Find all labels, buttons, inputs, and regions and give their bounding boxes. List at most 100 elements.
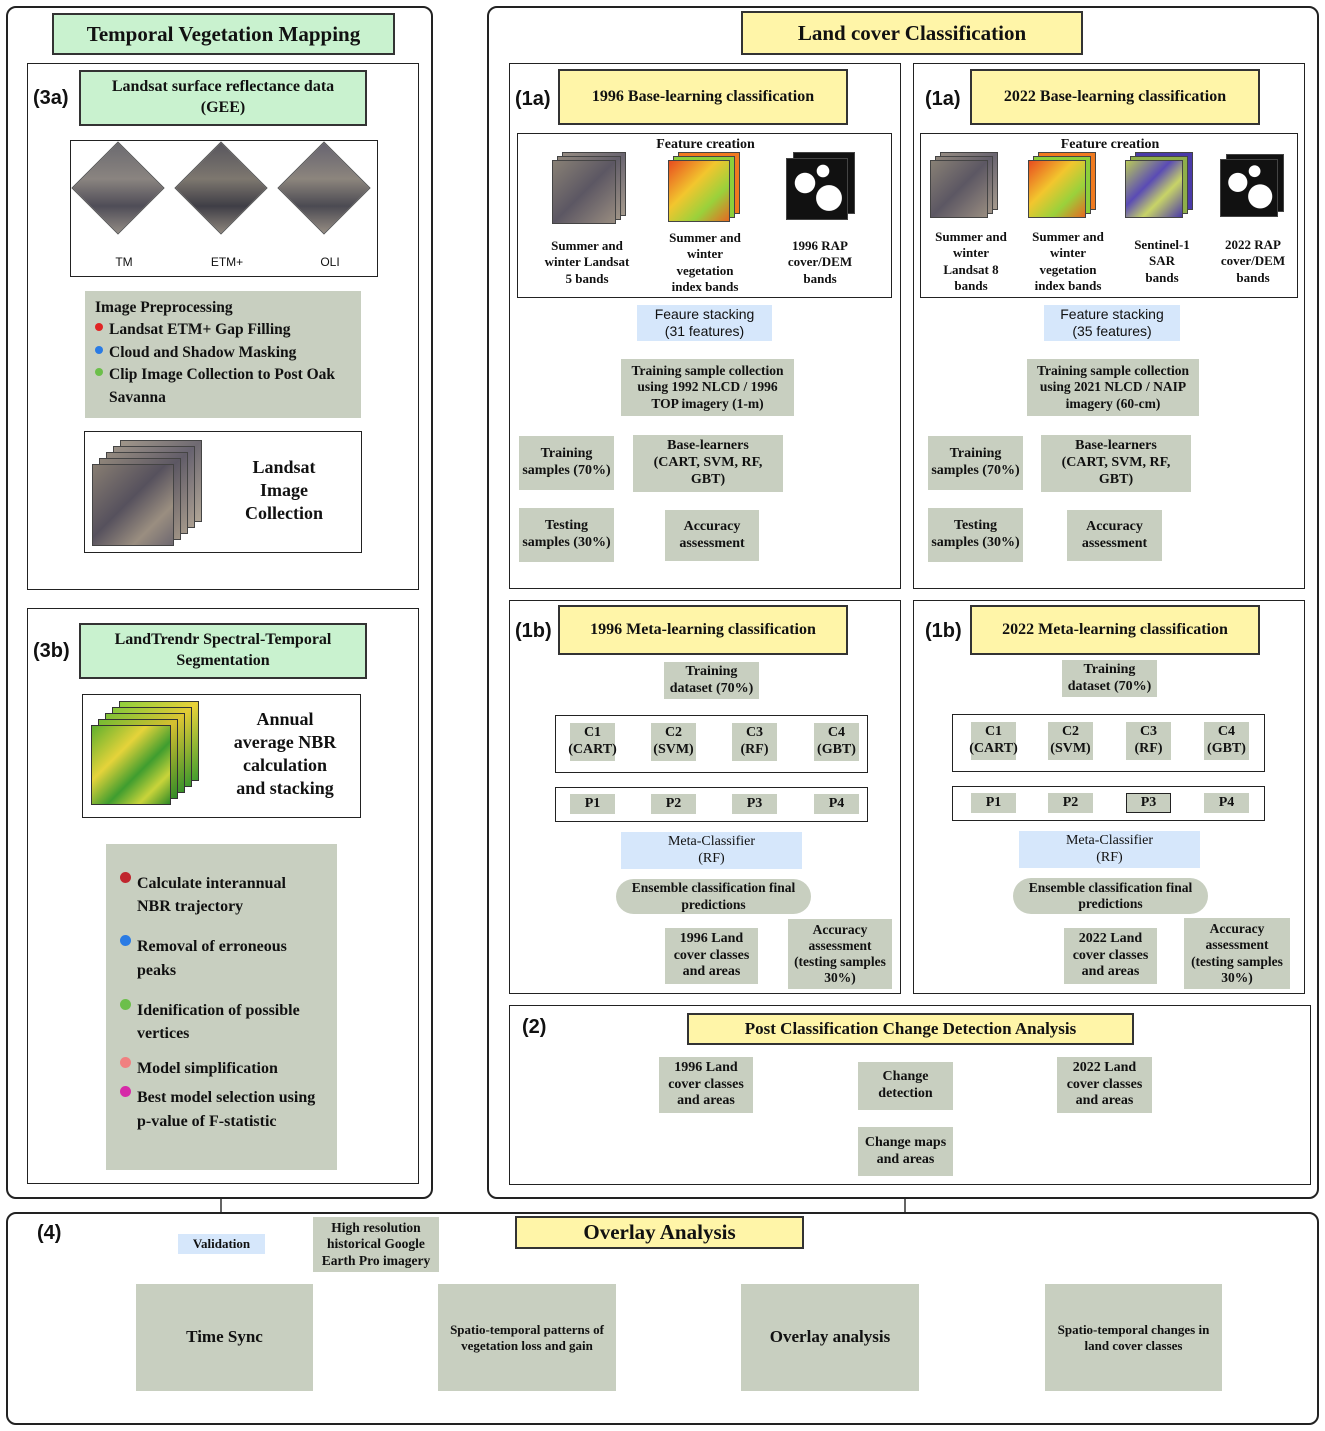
sensor-label-tm: TM: [115, 255, 133, 269]
feature-caption: Summer and winter vegetation index bands: [1032, 229, 1104, 293]
meta-1996-title: 1996 Meta-learning classification: [558, 605, 848, 655]
landsat-source-title: Landsat surface reflectance data (GEE): [79, 70, 367, 126]
nbr-label: Annual average NBR calculation and stack…: [233, 709, 337, 799]
validation-box: Validation: [178, 1234, 265, 1254]
temporal-mapping-title: Temporal Vegetation Mapping: [52, 13, 395, 55]
classifier-c3: C3 (RF): [732, 723, 777, 761]
landtrendr-step: Model simplification: [120, 1057, 323, 1080]
sentinel1-sar-image: [1125, 160, 1183, 218]
preprocessing-item: Landsat ETM+ Gap Filling: [95, 319, 351, 341]
prediction-p1: P1: [971, 793, 1016, 813]
meta-accuracy-2022: Accuracy assessment (testing samples 30%…: [1184, 918, 1290, 989]
accuracy-1996: Accuracy assessment: [665, 510, 759, 561]
preprocessing-item: Clip Image Collection to Post Oak Savann…: [95, 364, 351, 409]
vegetation-patterns-box: Spatio-temporal patterns of vegetation l…: [438, 1284, 616, 1391]
landtrendr-step: Best model selection using p-value of F-…: [120, 1086, 323, 1132]
ensemble-predictions-1996: Ensemble classification final prediction…: [616, 879, 811, 914]
oli-scene-image: [277, 141, 371, 235]
feature-creation-2022: Feature creation Summer and winter Lands…: [920, 133, 1298, 298]
change-input-2022: 2022 Land cover classes and areas: [1057, 1057, 1152, 1113]
section-label-1b: (1b): [515, 620, 552, 642]
prediction-p3: P3: [1126, 793, 1171, 813]
land-cover-changes-box: Spatio-temporal changes in land cover cl…: [1045, 1284, 1222, 1391]
sensor-label-etm: ETM+: [210, 255, 244, 269]
landsat-stack-image: [92, 464, 174, 546]
landsat5-image: [552, 160, 616, 224]
feature-creation-title: Feature creation: [656, 137, 755, 152]
section-label-1a: (1a): [925, 88, 961, 110]
training-samples-1996: Training samples (70%): [519, 436, 614, 490]
training-samples-2022: Training samples (70%): [928, 436, 1023, 490]
red-dot-icon: [95, 323, 103, 332]
feature-caption: Summer and winter Landsat 5 bands: [544, 238, 630, 286]
etm-scene-image: [174, 141, 268, 235]
landtrendr-step: Idenification of possible vertices: [120, 998, 323, 1045]
google-earth-imagery-box: High resolution historical Google Earth …: [313, 1217, 439, 1272]
feature-caption: Sentinel-1 SAR bands: [1134, 237, 1190, 285]
vegetation-index-image: [668, 160, 730, 222]
prediction-p4: P4: [1204, 793, 1249, 813]
training-collection-1996: Training sample collection using 1992 NL…: [621, 359, 794, 416]
training-dataset-1996: Training dataset (70%): [664, 662, 759, 699]
classifier-c1: C1 (CART): [969, 722, 1018, 760]
prediction-p1: P1: [570, 794, 615, 814]
classifier-c2: C2 (SVM): [1048, 722, 1093, 760]
blue-dot-icon: [120, 935, 131, 947]
prediction-p2: P2: [651, 794, 696, 814]
feature-caption: 2022 RAP cover/DEM bands: [1220, 237, 1286, 285]
training-collection-2022: Training sample collection using 2021 NL…: [1027, 359, 1199, 416]
prediction-p4: P4: [814, 794, 859, 814]
classifier-c1: C1 (CART): [568, 723, 617, 761]
base-2022-title: 2022 Base-learning classification: [970, 69, 1260, 125]
green-dot-icon: [120, 998, 131, 1010]
landcover-title: Land cover Classification: [741, 11, 1083, 55]
section-label-1a: (1a): [515, 88, 551, 110]
change-maps-box: Change maps and areas: [858, 1127, 953, 1176]
meta-classifier-2022: Meta-Classifier (RF): [1019, 831, 1200, 868]
feature-stacking-1996: Feaure stacking (31 features): [637, 305, 772, 341]
pink-dot-icon: [120, 1057, 131, 1069]
preprocessing-title: Image Preprocessing: [95, 299, 233, 316]
rap-dem-image: [1220, 159, 1278, 217]
nbr-stack-image: [91, 725, 171, 805]
change-input-1996: 1996 Land cover classes and areas: [659, 1057, 753, 1113]
base-learners-2022: Base-learners (CART, SVM, RF, GBT): [1041, 435, 1191, 492]
preprocessing-item: Cloud and Shadow Masking: [95, 342, 351, 364]
landtrendr-title: LandTrendr Spectral-Temporal Segmentatio…: [79, 623, 367, 679]
meta-2022-title: 2022 Meta-learning classification: [970, 605, 1260, 655]
red-dot-icon: [120, 872, 131, 883]
landsat8-image: [930, 160, 988, 218]
section-label-3b: (3b): [33, 640, 70, 662]
nbr-stack-box: Annual average NBR calculation and stack…: [82, 694, 361, 818]
section-label-4: (4): [37, 1222, 62, 1244]
base-learners-1996: Base-learners (CART, SVM, RF, GBT): [633, 435, 783, 492]
green-dot-icon: [95, 368, 103, 377]
sensor-label-oli: OLI: [320, 255, 340, 269]
ensemble-predictions-2022: Ensemble classification final prediction…: [1013, 878, 1208, 914]
landtrendr-steps-box: Calculate interannual NBR trajectory Rem…: [106, 844, 337, 1170]
image-preprocessing-box: Image Preprocessing Landsat ETM+ Gap Fil…: [85, 291, 361, 418]
time-sync-box: Time Sync: [136, 1284, 313, 1391]
prediction-p2: P2: [1048, 793, 1093, 813]
feature-stacking-2022: Feature stacking (35 features): [1044, 305, 1180, 341]
landtrendr-step: Calculate interannual NBR trajectory: [120, 872, 323, 918]
overlay-analysis-box: Overlay analysis: [741, 1284, 919, 1391]
base-1996-title: 1996 Base-learning classification: [558, 69, 848, 125]
change-detection-title: Post Classification Change Detection Ana…: [687, 1013, 1134, 1045]
testing-samples-1996: Testing samples (30%): [519, 508, 614, 562]
landsat-collection-label: Landsat Image Collection: [245, 457, 323, 524]
classifier-c4: C4 (GBT): [1204, 722, 1249, 760]
sensor-image-box: TM ETM+ OLI: [70, 140, 378, 277]
change-detection-box: Change detection: [858, 1062, 953, 1110]
feature-creation-1996: Feature creation Summer and winter Lands…: [517, 133, 892, 298]
classifier-c4: C4 (GBT): [814, 723, 859, 761]
section-label-3a: (3a): [33, 87, 69, 109]
landtrendr-step: Removal of erroneous peaks: [120, 935, 323, 981]
vegetation-index-image: [1028, 160, 1086, 218]
meta-classifier-1996: Meta-Classifier (RF): [621, 832, 802, 869]
feature-caption: Summer and winter vegetation index bands: [669, 230, 741, 294]
feature-creation-title: Feature creation: [1060, 137, 1160, 152]
tm-scene-image: [71, 141, 165, 235]
feature-caption: 1996 RAP cover/DEM bands: [787, 238, 853, 286]
prediction-p3: P3: [732, 794, 777, 814]
